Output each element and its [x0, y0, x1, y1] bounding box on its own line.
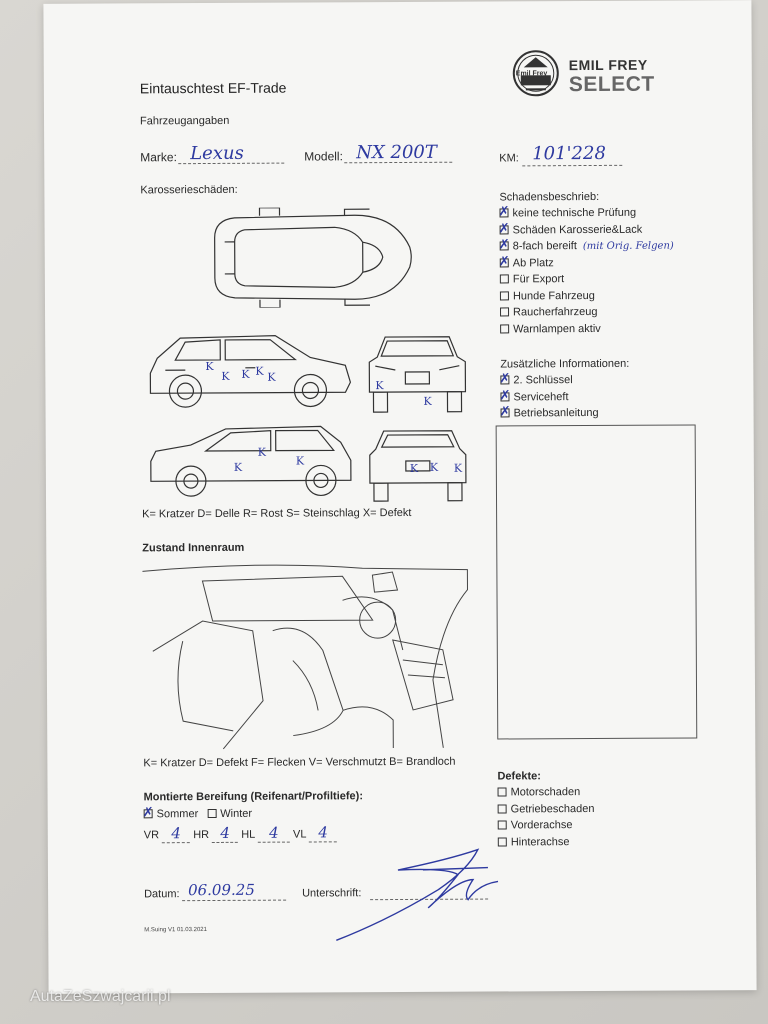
- logo-text: Emil Frey: [515, 70, 548, 78]
- checkbox[interactable]: [499, 224, 509, 234]
- hr-label: HR: [193, 829, 210, 842]
- checklist-item: Für Export: [499, 273, 674, 290]
- vr-label: VR: [143, 829, 160, 842]
- checklist-item: 8-fach bereift(mit Orig. Felgen): [499, 240, 674, 257]
- checkbox[interactable]: [500, 307, 510, 317]
- checklist-item: Schäden Karosserie&Lack: [499, 223, 674, 240]
- checkbox[interactable]: [499, 274, 509, 284]
- car-rear-view-diagram: [369, 430, 467, 502]
- checkbox[interactable]: [497, 787, 507, 797]
- checkbox[interactable]: [500, 375, 510, 385]
- interior-section-label: Zustand Innenraum: [142, 541, 245, 555]
- winter-label: Winter: [220, 807, 253, 820]
- damage-description-title: Schadensbeschrieb:: [499, 190, 600, 204]
- make-value: Lexus: [190, 142, 244, 165]
- car-side-view-left-diagram: [150, 425, 352, 497]
- checklist-item: Serviceheft: [500, 390, 598, 407]
- damage-mark: K: [295, 454, 305, 468]
- checkbox[interactable]: [499, 290, 509, 300]
- form-version: M.Suing V1 01.03.2021: [144, 927, 207, 934]
- date-line: [182, 899, 287, 902]
- car-interior-diagram: [142, 564, 468, 750]
- model-value: NX 200T: [356, 141, 437, 164]
- checkbox[interactable]: [499, 257, 509, 267]
- damage-mark: K: [205, 359, 214, 374]
- damage-mark: K: [375, 379, 384, 393]
- hl-value: 4: [257, 823, 290, 843]
- checkbox[interactable]: [500, 391, 510, 401]
- checklist-item: Getriebeschaden: [497, 802, 595, 819]
- damage-mark: K: [267, 370, 276, 384]
- damage-mark: K: [221, 369, 230, 383]
- km-line: [522, 164, 623, 167]
- checkbox[interactable]: [497, 803, 507, 813]
- km-value: 101'228: [532, 142, 606, 165]
- body-damage-label: Karosserieschäden:: [140, 183, 238, 197]
- checklist-item: Ab Platz: [499, 256, 674, 273]
- damage-description-list: keine technische Prüfung Schäden Karosse…: [499, 207, 674, 340]
- damage-mark: K: [423, 394, 432, 408]
- damage-mark: K: [233, 460, 243, 474]
- tire-type-row: Sommer Winter: [143, 807, 253, 821]
- checkbox[interactable]: [500, 408, 510, 418]
- additional-info-title: Zusätzliche Informationen:: [500, 357, 630, 371]
- model-label: Modell:: [304, 149, 343, 164]
- notes-box: [495, 424, 698, 740]
- checklist-item: Raucherfahrzeug: [500, 306, 674, 323]
- checkbox[interactable]: [500, 323, 510, 333]
- emil-frey-logo: [512, 49, 560, 97]
- watermark: AutaZeSzwajcarii.pl: [30, 988, 171, 1005]
- damage-mark: K: [257, 445, 267, 459]
- car-top-view-diagram: [214, 207, 412, 309]
- brand-line-1: EMIL FREY: [568, 56, 648, 74]
- tires-section-label: Montierte Bereifung (Reifenart/Profiltie…: [143, 790, 364, 804]
- document-sheet: Eintauschtest EF-Trade Emil Frey EMIL FR…: [43, 0, 757, 994]
- car-front-view-diagram: [368, 336, 467, 413]
- vehicle-section-label: Fahrzeugangaben: [139, 114, 230, 128]
- document-title: Eintauschtest EF-Trade: [139, 79, 287, 97]
- vr-value: 4: [162, 824, 191, 844]
- km-label: KM:: [499, 152, 519, 165]
- checklist-item: Hunde Fahrzeug: [499, 289, 674, 306]
- vl-label: VL: [292, 828, 307, 841]
- damage-mark: K: [241, 367, 250, 381]
- checkbox[interactable]: [499, 241, 509, 251]
- damage-mark: K: [255, 364, 264, 378]
- checklist-item: Warnlampen aktiv: [500, 322, 674, 339]
- damage-mark: K: [453, 461, 463, 475]
- summer-checkbox[interactable]: [143, 809, 153, 819]
- summer-label: Sommer: [156, 808, 199, 821]
- tread-depth-row: VR 4 HR 4 HL 4 VL 4: [143, 823, 338, 844]
- damage-mark: K: [429, 460, 439, 474]
- checklist-item: Vorderachse: [497, 819, 595, 836]
- defects-list: Motorschaden Getriebeschaden Vorderachse…: [497, 786, 595, 853]
- checklist-item: Betriebsanleitung: [500, 407, 599, 424]
- checkbox[interactable]: [499, 208, 509, 218]
- checklist-item: Hinterachse: [497, 835, 595, 852]
- checklist-item: Motorschaden: [497, 786, 595, 803]
- checklist-item: 2. Schlüssel: [500, 374, 598, 391]
- brand-line-2: SELECT: [568, 72, 655, 97]
- date-value: 06.09.25: [188, 880, 255, 900]
- date-label: Datum:: [144, 888, 180, 901]
- checklist-item: keine technische Prüfung: [499, 207, 673, 224]
- make-label: Marke:: [140, 150, 177, 165]
- hl-label: HL: [241, 828, 255, 841]
- damage-mark: K: [409, 461, 419, 475]
- winter-checkbox[interactable]: [207, 808, 217, 819]
- body-damage-legend: K= Kratzer D= Delle R= Rost S= Steinschl…: [142, 506, 412, 521]
- handwritten-note: (mit Orig. Felgen): [582, 240, 674, 253]
- checkbox[interactable]: [497, 820, 507, 830]
- hr-value: 4: [212, 823, 239, 843]
- car-side-view-right-diagram: [149, 335, 352, 408]
- interior-legend: K= Kratzer D= Defekt F= Flecken V= Versc…: [143, 755, 456, 770]
- defects-title: Defekte:: [497, 770, 541, 783]
- handwritten-signature: [336, 848, 499, 941]
- additional-info-list: 2. Schlüssel Serviceheft Betriebsanleitu…: [500, 374, 599, 424]
